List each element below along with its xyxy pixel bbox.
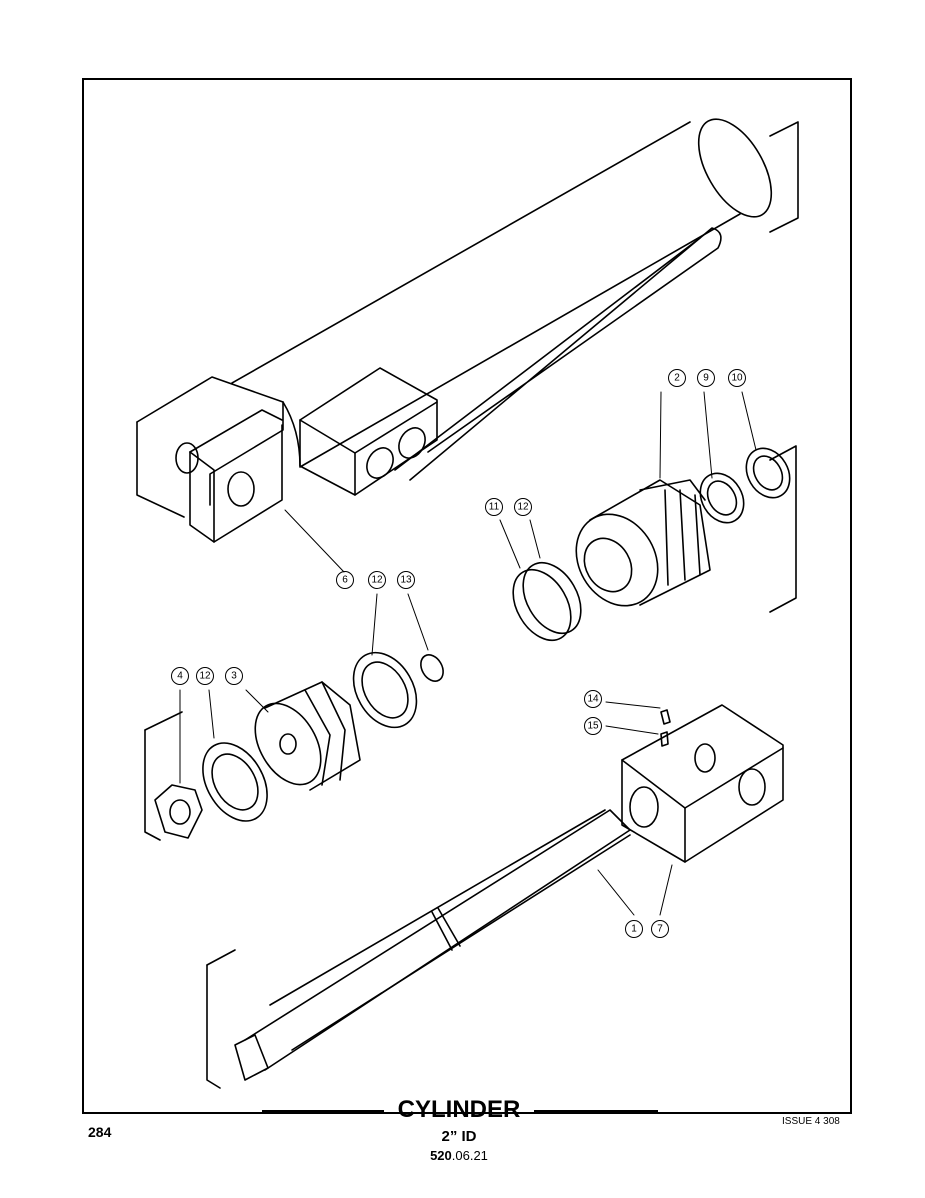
- title-rule-left: [262, 1110, 384, 1112]
- part-number: 520.06.21: [384, 1148, 534, 1164]
- callout-label: 12: [517, 502, 529, 513]
- callout-c11: 12: [514, 498, 532, 516]
- callout-c9: 10: [728, 369, 746, 387]
- callout-label: 11: [489, 502, 500, 513]
- callout-c8: 9: [697, 369, 715, 387]
- callout-label: 9: [703, 373, 709, 384]
- callout-label: 2: [674, 373, 680, 384]
- piston-rod: [206, 704, 784, 1089]
- callout-label: 7: [657, 924, 663, 935]
- callout-c3: 3: [225, 667, 243, 685]
- callout-c6: 6: [336, 571, 354, 589]
- callout-label: 6: [342, 575, 348, 586]
- part-number-suffix: .06.21: [451, 1148, 488, 1163]
- part-number-prefix: 520: [430, 1148, 452, 1163]
- callout-c14: 14: [584, 690, 602, 708]
- callout-label: 12: [371, 575, 383, 586]
- callout-label: 15: [587, 721, 599, 732]
- callout-c1: 1: [625, 920, 643, 938]
- page-number: 284: [88, 1124, 112, 1140]
- callout-c15: 15: [584, 717, 602, 735]
- callout-label: 4: [177, 671, 183, 682]
- cylinder-barrel: [136, 118, 799, 543]
- callout-label: 14: [587, 694, 599, 705]
- callout-label: 13: [400, 575, 412, 586]
- title-rule-right: [534, 1110, 658, 1112]
- callout-c10: 11: [485, 498, 503, 516]
- callout-label: 10: [731, 373, 743, 384]
- callout-c12a: 12: [368, 571, 386, 589]
- callout-c4: 4: [171, 667, 189, 685]
- callout-label: 1: [631, 924, 637, 935]
- piston-assembly: [144, 651, 444, 841]
- callout-c12b: 12: [196, 667, 214, 685]
- issue-label: ISSUE 4 308: [782, 1116, 840, 1127]
- callout-label: 3: [231, 671, 237, 682]
- callout-c2: 2: [668, 369, 686, 387]
- callout-c7: 7: [651, 920, 669, 938]
- leader-lines: [179, 391, 757, 916]
- page-title: CYLINDER: [397, 1096, 521, 1123]
- callout-c13: 13: [397, 571, 415, 589]
- gland-assembly: [512, 445, 797, 642]
- page-subtitle: 2” ID: [441, 1128, 477, 1145]
- callout-label: 12: [199, 671, 211, 682]
- drawing-frame: [82, 78, 852, 1114]
